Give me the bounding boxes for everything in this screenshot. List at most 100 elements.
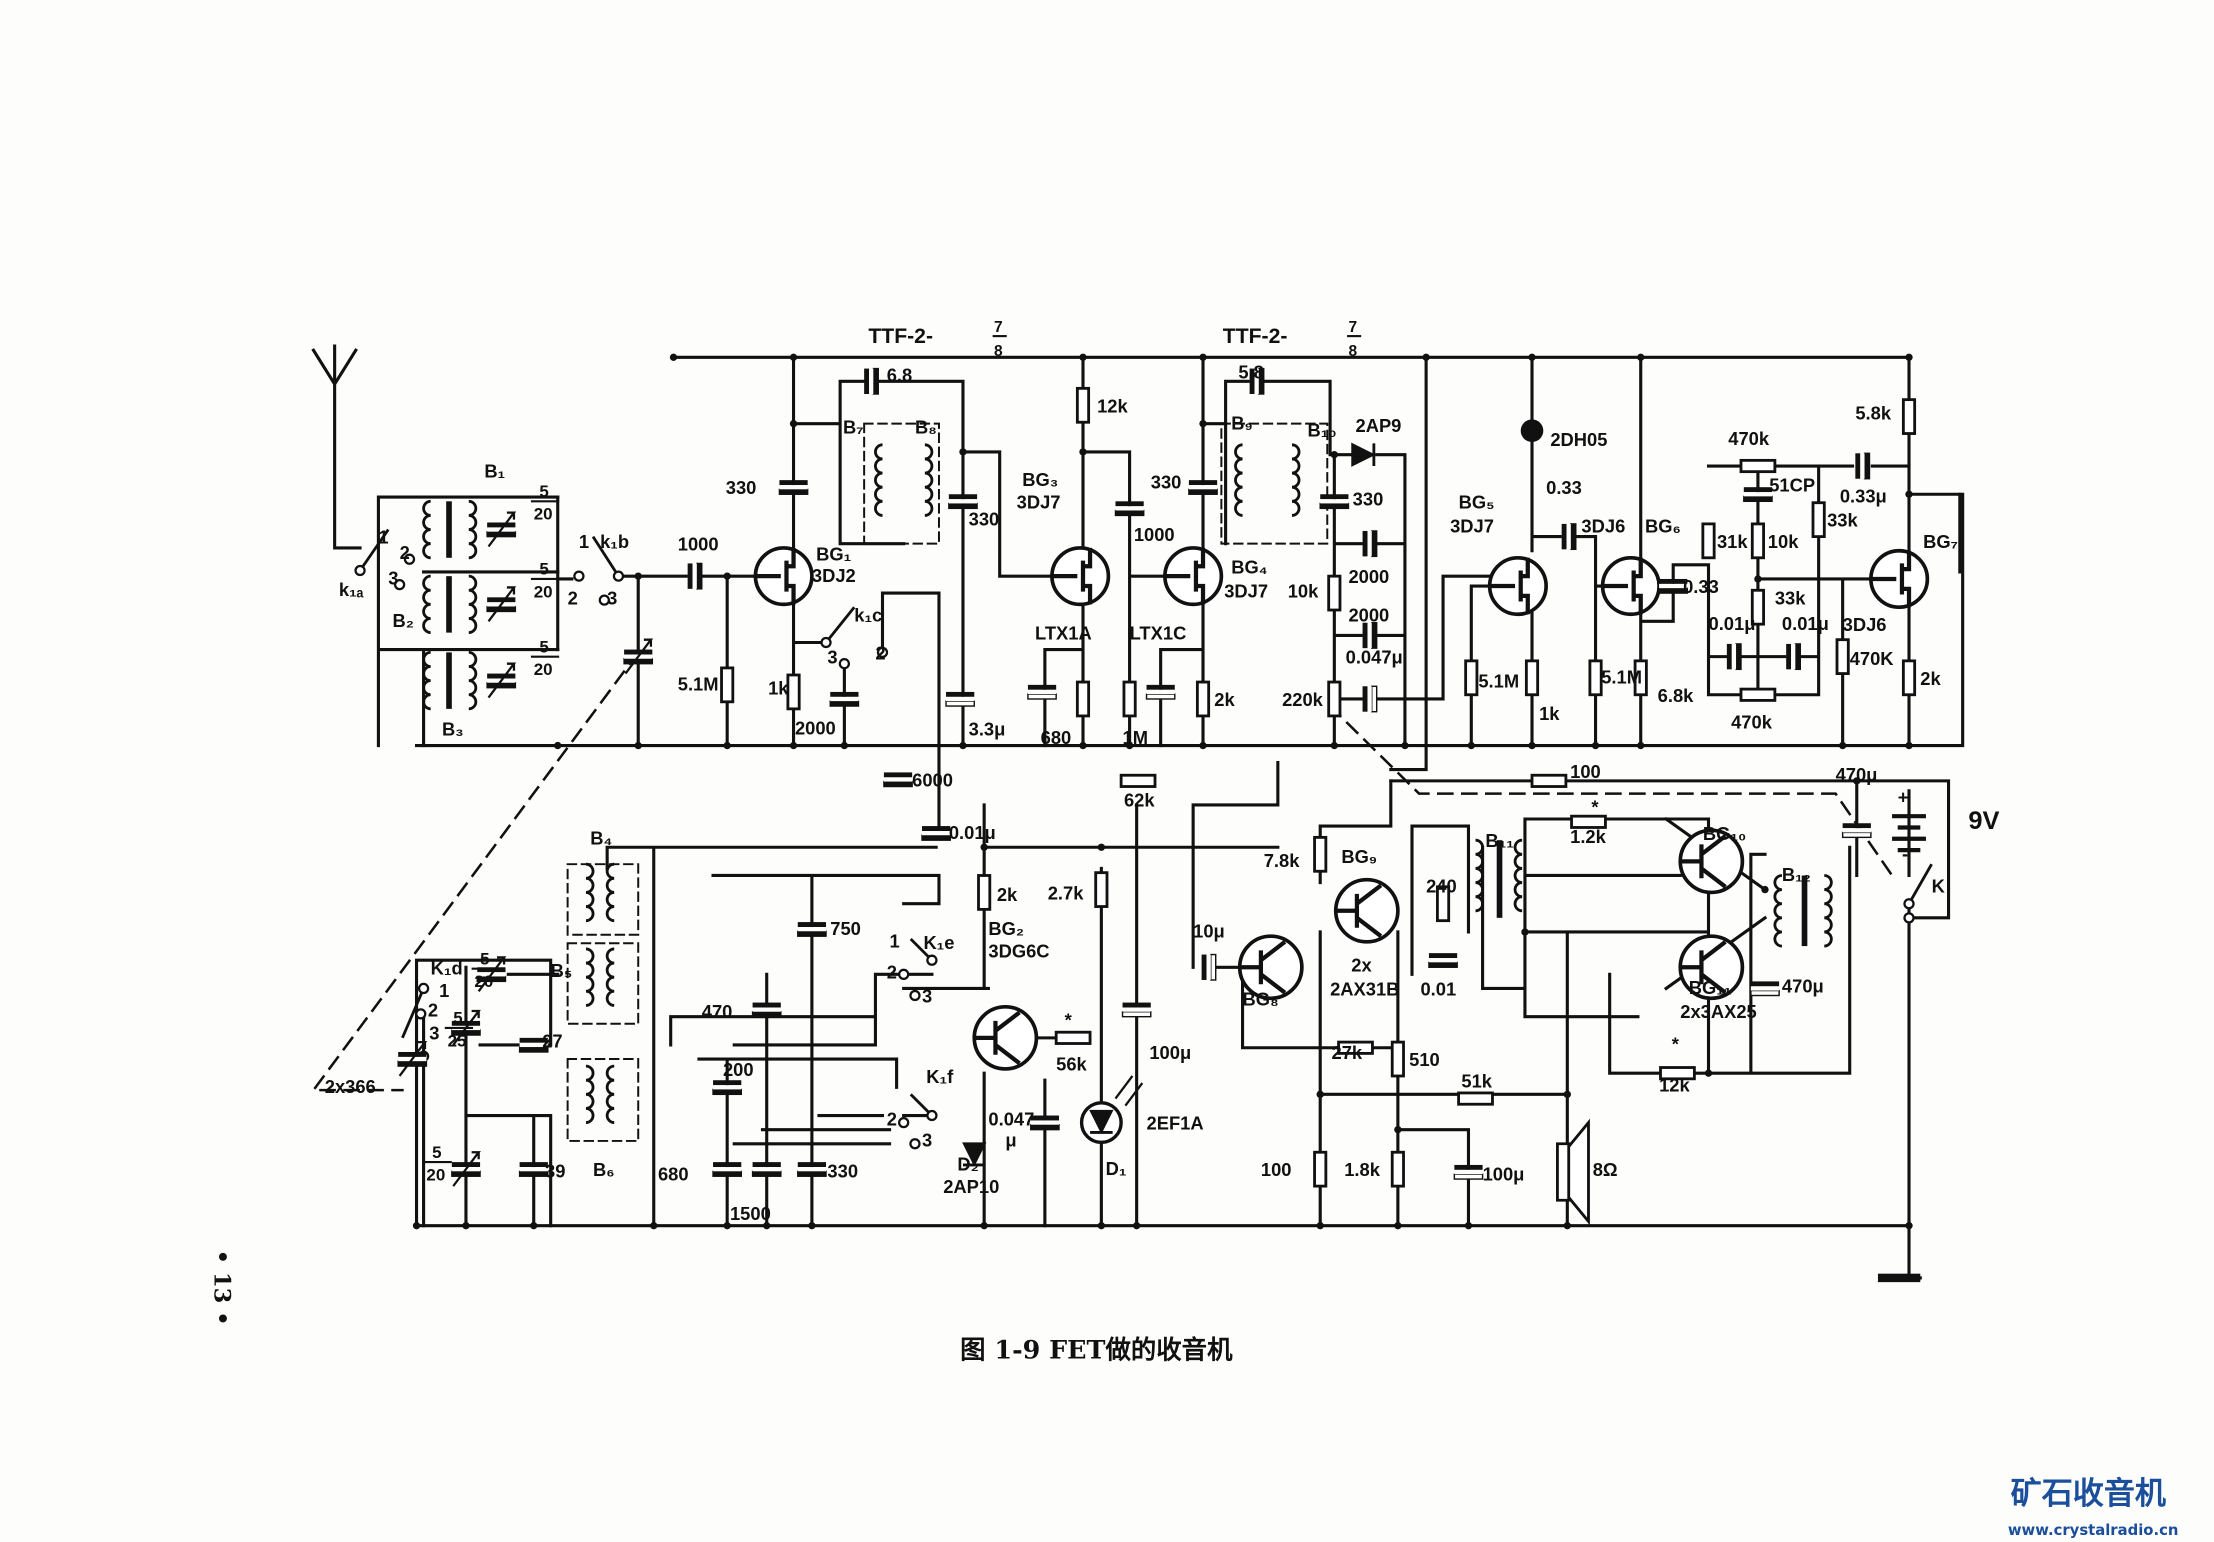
- coil: [1291, 443, 1301, 517]
- label-bg3: BG₃: [1022, 469, 1058, 490]
- coil: [468, 499, 478, 560]
- label-b1: B₁: [484, 460, 505, 481]
- capacitor: [1362, 530, 1368, 557]
- fraction-numerator: 5: [432, 1143, 441, 1162]
- label-c0047: 0.047μ: [1346, 647, 1403, 668]
- capacitor: [487, 597, 516, 603]
- capacitor-gap: [1454, 1169, 1483, 1175]
- label-k1c: k₁c: [854, 604, 882, 625]
- resistor: [1659, 1066, 1696, 1081]
- junction-dot: [1079, 353, 1087, 361]
- coil: [1513, 838, 1523, 913]
- label-c2000b: 2000: [1348, 604, 1389, 625]
- coil: [605, 947, 615, 1007]
- figure-caption: 图 1-9 FET做的收音机: [960, 1334, 1233, 1364]
- capacitor: [1115, 501, 1144, 507]
- junction-dot: [763, 1221, 771, 1230]
- label-bg3t: 3DJ7: [1017, 491, 1061, 512]
- junction-dot: [1125, 741, 1134, 750]
- coil: [468, 574, 478, 635]
- capacitor: [752, 1002, 781, 1008]
- ttf-fraction-num-2: 7: [1348, 319, 1357, 336]
- capacitor-gap: [1791, 643, 1796, 670]
- capacitor: [486, 682, 517, 689]
- label-c0047u-mu: μ: [1005, 1130, 1016, 1151]
- resistor: [1588, 659, 1603, 697]
- label-c001b: 0.01μ: [1782, 613, 1829, 634]
- switch-terminal: [1903, 898, 1915, 910]
- label-c39: 39: [545, 1161, 565, 1182]
- fet-symbol: [755, 547, 796, 605]
- label-bg9t2: 2AX31B: [1330, 979, 1399, 1000]
- junction-dot: [1132, 1221, 1141, 1230]
- label-b2: B₂: [393, 610, 414, 631]
- label-r12k: 12k: [1097, 395, 1128, 416]
- capacitor: [921, 834, 951, 841]
- capacitor-gap: [1566, 523, 1571, 550]
- capacitor: [1371, 685, 1378, 713]
- wire: [376, 495, 560, 748]
- capacitor: [1027, 693, 1057, 700]
- capacitor: [687, 563, 693, 589]
- label-k1f-3: 3: [922, 1130, 932, 1151]
- label-k1e-3: 3: [922, 986, 932, 1007]
- page-number: • 13 •: [209, 1250, 235, 1326]
- resistor: [1075, 680, 1091, 718]
- label-v9: 9V: [1968, 807, 1999, 835]
- coil: [468, 650, 478, 711]
- label-bg7t: 3DJ6: [1843, 614, 1887, 635]
- coil: [605, 1064, 615, 1124]
- capacitor-gap: [1860, 453, 1865, 479]
- label-c33u: 3.3μ: [969, 719, 1006, 740]
- capacitor: [1371, 622, 1378, 649]
- capacitor: [1750, 989, 1780, 997]
- label-r62k: 62k: [1124, 789, 1155, 810]
- resistor: [1337, 1040, 1374, 1055]
- switch-terminal: [403, 553, 416, 565]
- junction-dot: [1905, 490, 1913, 498]
- resistor: [786, 673, 801, 711]
- label-c100u: 100μ: [1483, 1163, 1525, 1184]
- junction-dot: [1316, 1090, 1324, 1099]
- label-r18k: 1.8k: [1344, 1159, 1381, 1180]
- capacitor: [1428, 953, 1458, 959]
- capacitor-gap: [779, 485, 808, 490]
- label-bg6: BG₆: [1645, 515, 1681, 536]
- junction-dot: [723, 741, 731, 750]
- resistor: [1739, 458, 1777, 474]
- label-b11: B₁₁: [1485, 830, 1513, 851]
- capacitor: [1786, 643, 1792, 670]
- label-bg1t: 3DJ2: [812, 565, 856, 586]
- label-star2: *: [1672, 1034, 1680, 1055]
- junction-dot: [1761, 885, 1769, 894]
- label-c68: 6.8: [887, 364, 913, 385]
- label-b10: B₁₀: [1308, 419, 1337, 440]
- resistor: [1524, 659, 1540, 697]
- speaker: [1556, 1118, 1590, 1226]
- resistor: [1835, 638, 1850, 675]
- junction-dot: [1199, 419, 1207, 428]
- capacitor: [1201, 954, 1207, 980]
- label-bg9t1: 2x: [1351, 955, 1372, 976]
- label-c330e: 330: [827, 1161, 858, 1182]
- junction-dot: [1401, 741, 1409, 750]
- capacitor: [752, 1162, 781, 1168]
- capacitor: [883, 772, 913, 778]
- capacitor-gap: [1320, 499, 1349, 504]
- variable-capacitor-arrow: [624, 638, 654, 675]
- label-r27k: 27k: [1332, 1042, 1363, 1063]
- capacitor-gap: [1188, 485, 1218, 490]
- capacitor: [713, 1162, 742, 1168]
- capacitor: [1561, 523, 1567, 550]
- capacitor-gap: [1842, 828, 1871, 833]
- junction-dot: [1330, 451, 1339, 459]
- variable-capacitor-arrow: [452, 1151, 481, 1187]
- label-k1a-2: 2: [400, 542, 410, 563]
- junction-dot: [789, 741, 798, 750]
- capacitor: [1453, 1173, 1484, 1180]
- fraction-numerator: 5: [539, 482, 548, 501]
- variable-capacitor-arrow: [398, 1040, 428, 1077]
- coil: [422, 650, 431, 711]
- label-k1f-2: 2: [887, 1108, 897, 1129]
- junction-dot: [1905, 1221, 1913, 1230]
